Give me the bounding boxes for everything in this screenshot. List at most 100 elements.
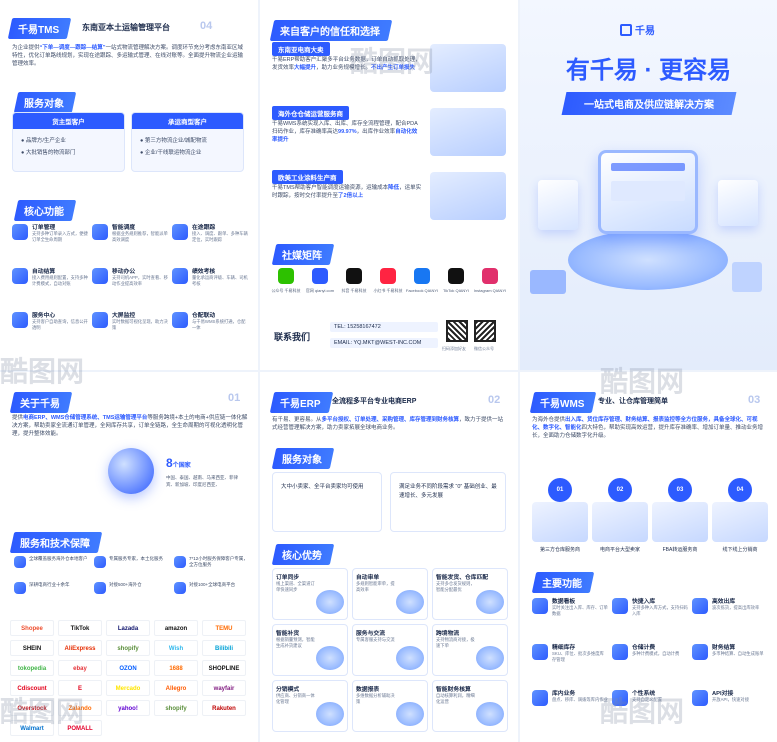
advantage-desc: 专属客服支持与交流	[356, 637, 395, 642]
function-icon	[12, 224, 28, 240]
advantage-desc: 自动核算利润，精细化运营	[436, 693, 475, 704]
function-desc: 支持多种订单录入方式，便捷订单全生命周期	[32, 231, 88, 242]
instagram-icon[interactable]	[482, 268, 498, 284]
function-title: 自动结算	[32, 269, 56, 275]
advantage-desc: 根据销量预测，智能生成补货建议	[276, 637, 315, 648]
step-label: 第三方仓库服务商	[539, 547, 580, 553]
function-icon	[12, 268, 28, 284]
function-desc: 支持多种入库方式，支持扫码入库	[632, 605, 688, 616]
function-title: 智能调度	[112, 225, 136, 231]
media-label: 公众号 千易科技	[271, 288, 301, 293]
function-desc: 多币种结算、自动生成账单	[712, 651, 764, 656]
function-title: 库内业务	[552, 691, 576, 697]
platform-logo: Cdiscount	[10, 680, 54, 696]
advantage-illustration	[476, 590, 504, 614]
advantage-illustration	[316, 702, 344, 726]
case-desc: 千易WMS系统实现入库、出库、库存全流程管理，配合PDA扫码作业，库存准确率高达…	[272, 121, 418, 143]
tech-desc: 专属服务专家，本土化服务	[109, 556, 163, 561]
case-title: 欧美工业涂料生产商	[272, 170, 343, 184]
customer-tag: 来自客户的信任和选择	[269, 20, 393, 41]
advantage-title: 自动审单	[356, 575, 380, 581]
function-title: 财务结算	[712, 645, 736, 651]
function-desc: 支持司机APP，实时查看、移动作业提高效率	[112, 275, 168, 286]
erp-service-tag: 服务对象	[271, 448, 335, 469]
advantage-title: 跨境物流	[436, 631, 460, 637]
advantage-title: 智能发货、仓库匹配	[436, 575, 489, 581]
function-icon	[612, 598, 628, 614]
advantage-illustration	[476, 646, 504, 670]
function-title: 绩效考核	[192, 269, 216, 275]
case-desc: 千易ERP帮助客户汇聚多平台业务数据，订单自动抓取处理，发货效率大幅提升，助力业…	[272, 57, 421, 71]
platform-logo: shopify	[106, 640, 150, 656]
contact-tel[interactable]: TEL: 15258167472	[330, 322, 438, 332]
about-intro: 提供电商ERP、WMS仓储管理系统、TMS运输管理平台等服务跨境+本土的电商+供…	[12, 415, 248, 437]
wms-intro: 为海外仓提供出入库、货位库存管理、财务结算、报表监控等全方位服务，具备全球化、可…	[532, 417, 764, 439]
advantage-title: 订单同步	[276, 575, 300, 581]
platform-logo: yahoo!	[106, 700, 150, 716]
function-desc: 实时数据可视化呈现，助力决策	[112, 319, 168, 330]
function-icon	[172, 268, 188, 284]
cover-title: 有千易 · 更容易	[565, 57, 732, 84]
function-desc: 实时关注出入库、库存、订单数据	[552, 605, 608, 616]
function-icon	[532, 644, 548, 660]
service-item: ● 第三方物流企业/城配物流	[140, 138, 207, 144]
function-title: 在途跟踪	[192, 225, 216, 231]
browser-icon[interactable]	[312, 268, 328, 284]
function-desc: 支持自定义配置	[632, 697, 663, 702]
advantage-illustration	[396, 646, 424, 670]
case-illustration	[430, 172, 506, 220]
customer-panel: 来自客户的信任和选择 社媒矩阵 联系我们 TEL: 15258167472 EM…	[260, 0, 518, 370]
wechat-icon[interactable]	[278, 268, 294, 284]
function-icon	[692, 690, 708, 706]
tiktok-icon[interactable]	[346, 268, 362, 284]
step-label: 线下线上分销商	[722, 547, 758, 553]
monitor-illustration	[598, 150, 698, 234]
function-icon	[532, 690, 548, 706]
tech-desc: 全球覆盖服务海外仓本地客户	[29, 556, 88, 561]
contact-email[interactable]: EMAIL: YQ.MKT@WEST-INC.COM	[330, 338, 438, 348]
advantage-title: 服务与交流	[356, 631, 385, 637]
tech-icon	[14, 556, 26, 568]
platform-logo: Allegro	[154, 680, 198, 696]
tech-desc: 对接500+海外仓	[109, 582, 142, 587]
function-icon	[172, 224, 188, 240]
function-desc: 量化承运商评级、车辆、司机考核	[192, 275, 248, 286]
tiktok-global-icon[interactable]	[448, 268, 464, 284]
facebook-icon[interactable]	[414, 268, 430, 284]
cover-panel: 千易 有千易 · 更容易 一站式电商及供应链解决方案	[520, 0, 777, 370]
step-label: 电商平台大型卖家	[599, 547, 640, 553]
function-title: API对接	[712, 691, 734, 697]
tms-function-tag: 核心功能	[13, 200, 77, 221]
step-number: 03	[668, 478, 692, 502]
step-illustration	[652, 502, 708, 542]
media-label: 抖音 千易科技	[341, 288, 367, 293]
about-panel: 关于千易 01 提供电商ERP、WMS仓储管理系统、TMS运输管理平台等服务跨境…	[0, 372, 258, 742]
xiaohongshu-icon[interactable]	[380, 268, 396, 284]
platform-logo: tokopedia	[10, 660, 54, 676]
platform-logo: 1688	[154, 660, 198, 676]
wms-function-tag: 主要功能	[531, 572, 595, 593]
brand-logo-icon	[620, 23, 632, 36]
advantage-illustration	[476, 702, 504, 726]
function-icon	[532, 598, 548, 614]
cover-logo: 千易	[620, 22, 655, 37]
platform-logo: wayfair	[202, 680, 246, 696]
tms-service-tag: 服务对象	[13, 92, 77, 113]
erp-page-number: 02	[488, 394, 501, 406]
function-title: 订单管理	[32, 225, 56, 231]
tech-icon	[174, 582, 186, 594]
truck-illustration	[530, 270, 566, 294]
function-desc: 接入费用规则配置，支持多种计费模式，自动对账	[32, 275, 88, 286]
function-icon	[12, 312, 28, 328]
step-illustration	[712, 502, 768, 542]
advantage-illustration	[316, 646, 344, 670]
advantage-desc: 支持多仓发货规则，智能分配最优	[436, 581, 475, 592]
function-icon	[612, 690, 628, 706]
advantage-title: 数据报表	[356, 687, 380, 693]
function-icon	[172, 312, 188, 328]
wms-panel: 千易WMS 专业、让仓库管理简单 03 为海外仓提供出入库、货位库存管理、财务结…	[520, 372, 777, 742]
erp-heading: 全流程多平台专业电商ERP	[332, 398, 417, 405]
platform-logo: TEMU	[202, 620, 246, 636]
function-icon	[92, 312, 108, 328]
wms-heading: 专业、让仓库管理简单	[598, 398, 668, 405]
